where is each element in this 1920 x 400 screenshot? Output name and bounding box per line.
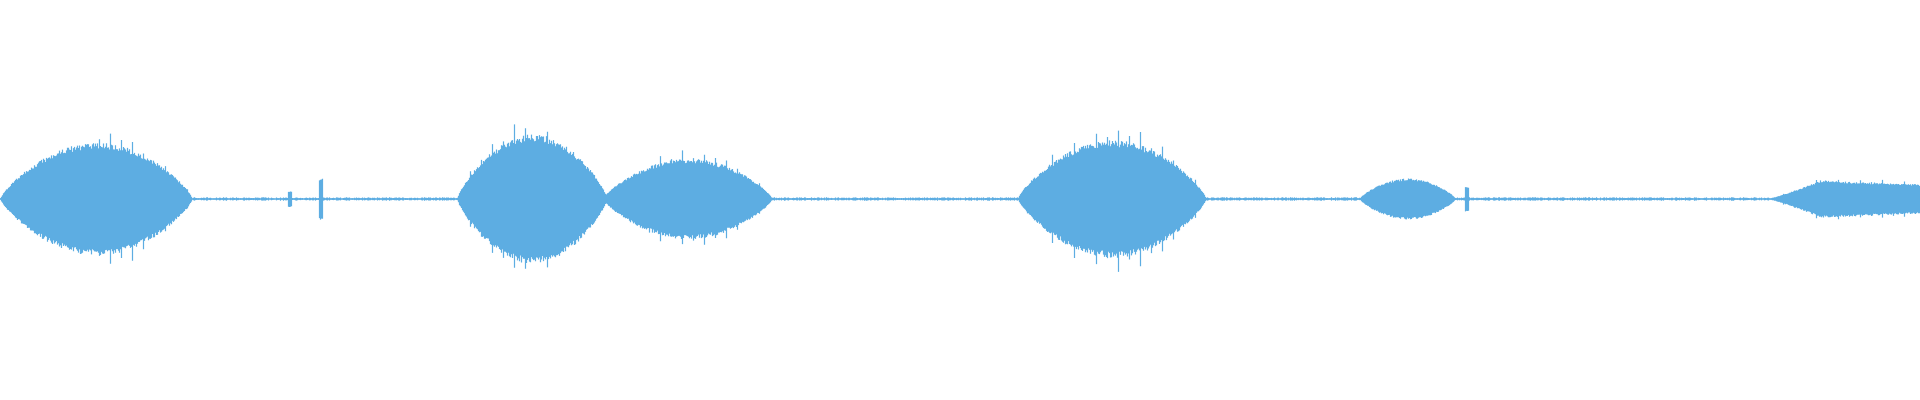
waveform-amplitude-group [0,124,1920,272]
waveform-amplitude-path [0,124,1920,272]
